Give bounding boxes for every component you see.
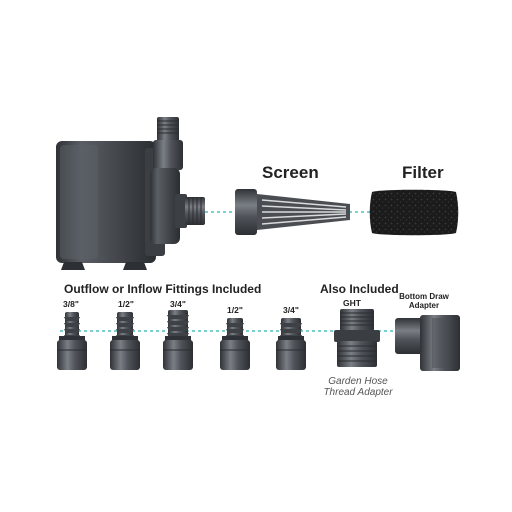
hose-adapter-caption: Garden Hose Thread Adapter <box>316 376 400 398</box>
fitting-1 <box>57 312 87 370</box>
hose-caption-line2: Thread Adapter <box>323 387 393 398</box>
bottom-draw-label: Bottom Draw Adapter <box>396 292 452 310</box>
fitting-size-label: 3/4" <box>283 305 299 315</box>
bottom-draw-adapter <box>395 315 460 371</box>
fitting-size-label: 3/4" <box>170 299 186 309</box>
fitting-size-label: 3/8" <box>63 299 79 309</box>
fitting-size-label: 1/2" <box>118 299 134 309</box>
fitting-size-label: 1/2" <box>227 305 243 315</box>
bottom-draw-label-line2: Adapter <box>408 301 440 310</box>
fitting-3 <box>163 310 193 370</box>
screen-label: Screen <box>262 163 319 182</box>
fittings-row <box>57 310 306 370</box>
filter-part <box>369 189 459 236</box>
fitting-2 <box>110 312 140 370</box>
hose-caption-line1: Garden Hose <box>328 376 388 387</box>
bottom-draw-label-line1: Bottom Draw <box>399 292 449 301</box>
fitting-5 <box>276 318 306 370</box>
fittings-heading: Outflow or Inflow Fittings Included <box>64 282 262 296</box>
filter-label: Filter <box>402 163 444 182</box>
pump <box>56 117 205 270</box>
fitting-4 <box>220 318 250 370</box>
ght-label: GHT <box>343 298 361 308</box>
ght-adapter <box>334 309 380 367</box>
also-included-heading: Also Included <box>320 282 399 296</box>
screen-part <box>235 189 350 235</box>
